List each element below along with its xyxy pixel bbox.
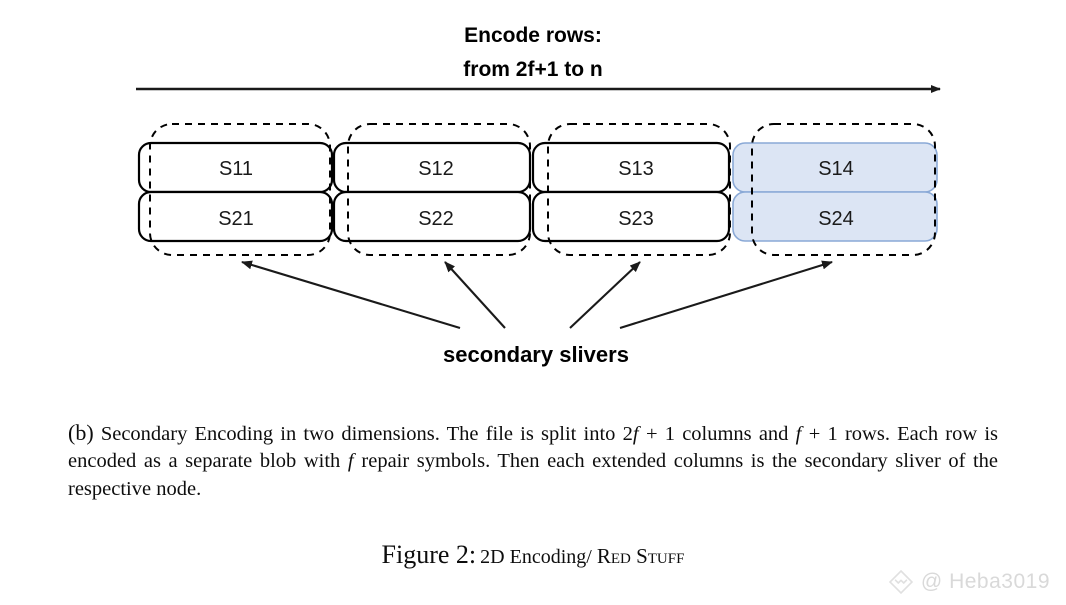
subcaption-math2-offset: + 1 (801, 423, 838, 445)
cell-box-s23[interactable] (531, 190, 731, 243)
encode-rows-title-line2: from 2f+1 to n (463, 58, 602, 81)
sliver-outline-2 (347, 123, 531, 256)
subcaption-math1-offset: + 1 (638, 423, 676, 445)
cell-box-s24[interactable] (732, 191, 938, 242)
sliver-pointer-arrow-2 (444, 261, 506, 329)
cell-label-s24: S24 (818, 208, 854, 230)
diamond-logo-icon (888, 569, 914, 595)
figure-title-plain: 2D Encoding/ (480, 546, 597, 568)
cell-label-s23: S23 (618, 208, 654, 230)
subcaption-math2-variable: f (795, 423, 802, 445)
sliver-pointer-arrow-4 (619, 260, 833, 330)
cell-label-s13: S13 (618, 158, 654, 180)
cell-label-s12: S12 (418, 158, 454, 180)
subcaption-math1-coefficient: 2 (622, 423, 633, 445)
sliver-outline-3 (547, 123, 731, 256)
subcaption-part2: columns and (675, 423, 796, 445)
figure-subcaption: (b) Secondary Encoding in two dimensions… (68, 418, 998, 503)
cell-label-s22: S22 (418, 208, 454, 230)
sliver-outline-4 (751, 123, 936, 256)
encode-rows-title-line1: Encode rows: (464, 24, 602, 47)
sliver-pointer-arrow-1 (241, 260, 461, 330)
figure-number: Figure 2: (381, 540, 477, 569)
column-group-1[interactable]: S11 S21 (137, 123, 334, 256)
column-group-3[interactable]: S13 S23 (531, 123, 731, 256)
figure-title-smallcaps: Red Stuff (596, 544, 685, 568)
watermark-handle: @ Heba3019 (920, 570, 1050, 593)
sliver-pointer-arrow-3 (569, 261, 641, 329)
column-group-4[interactable]: S14 S24 (732, 123, 938, 256)
encoding-diagram: Encode rows: from 2f+1 to n S11 S21 S12 … (136, 24, 941, 367)
column-group-2[interactable]: S12 S22 (332, 123, 532, 256)
subcaption-math1-variable: f (632, 423, 639, 445)
watermark: @ Heba3019 (888, 569, 1050, 595)
cell-box-s22[interactable] (332, 190, 532, 243)
cell-label-s21: S21 (218, 208, 254, 230)
subcaption-part4: repair symbols. Then each extended colum… (68, 450, 998, 500)
secondary-slivers-label: secondary slivers (443, 342, 629, 367)
subcaption-part1: Secondary Encoding in two dimensions. Th… (93, 423, 623, 445)
sliver-outline-1 (149, 123, 331, 256)
cell-box-s21[interactable] (137, 190, 334, 243)
subcaption-lead: (b) (68, 420, 94, 445)
cell-label-s11: S11 (219, 158, 253, 180)
cell-label-s14: S14 (818, 158, 854, 180)
figure-caption: Figure 2: 2D Encoding/ Red Stuff (0, 540, 1066, 570)
subcaption-part3: rows. Each row is encoded as a separate … (68, 423, 999, 473)
subcaption-math3-variable: f (347, 450, 354, 473)
